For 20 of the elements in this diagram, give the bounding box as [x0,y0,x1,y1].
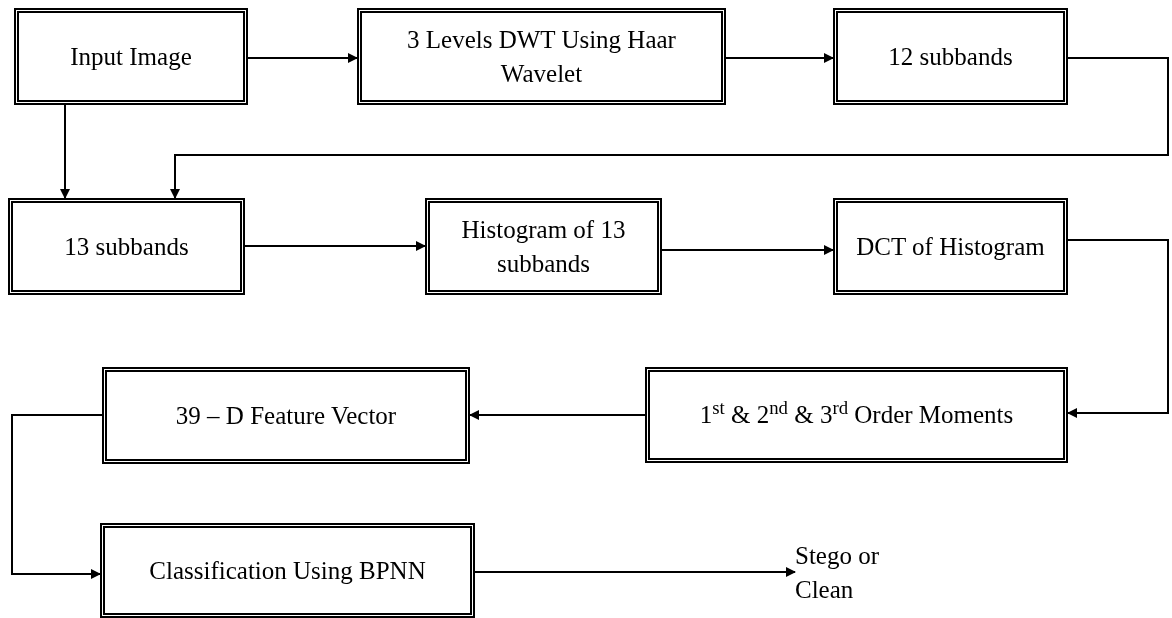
arrow [244,241,426,251]
arrow [661,245,834,255]
process-box: 12 subbands [833,8,1068,105]
process-box: 39 – D Feature Vector [102,367,470,464]
arrow [11,414,103,579]
arrow [170,57,1169,199]
process-box: 3 Levels DWT Using Haar Wavelet [357,8,726,105]
output-text: Stego or Clean [795,535,925,611]
process-box: DCT of Histogram [833,198,1068,295]
arrow [247,53,358,63]
arrow [725,53,834,63]
arrow [60,104,70,199]
process-box: 1$^{st}$ & 2$^{nd}$ & 3$^{rd}$ Order Moments [645,367,1068,463]
process-box: 13 subbands [8,198,245,295]
process-box: Input Image [14,8,248,105]
arrow [469,410,646,420]
process-box: Histogram of 13 subbands [425,198,662,295]
process-box: Classification Using BPNN [100,523,475,618]
arrow [1067,239,1169,418]
arrow [474,567,796,577]
